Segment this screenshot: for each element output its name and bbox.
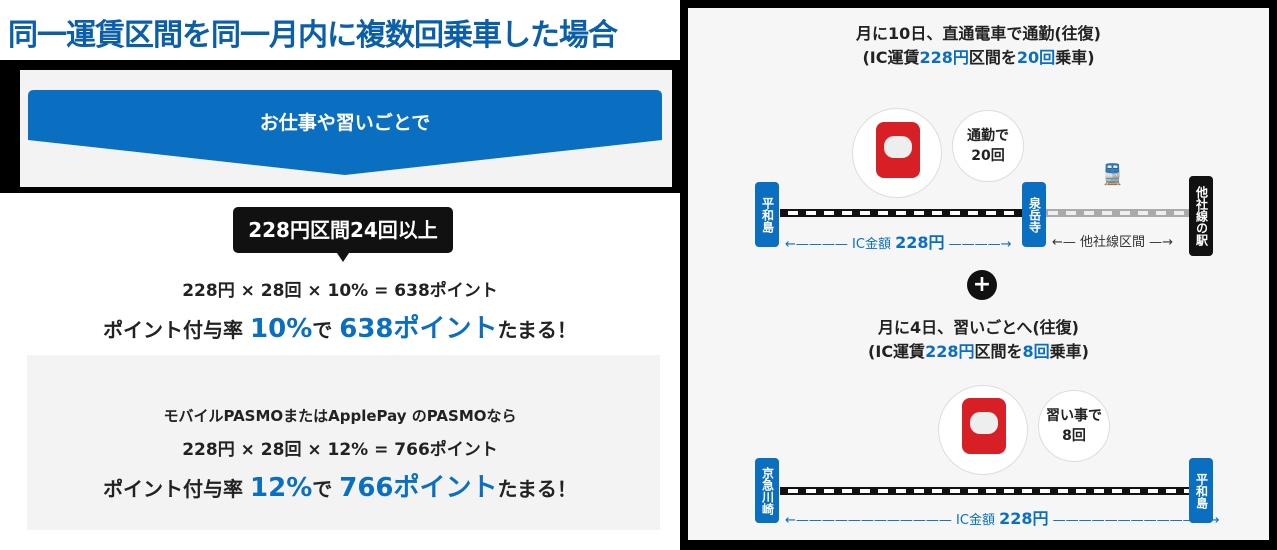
calc-mobile: 228円 × 28回 × 12% = 766ポイント xyxy=(182,440,498,460)
left-panel: 同一運賃区間を同一月内に複数回乗車した場合 お仕事や習いごとで 228円区間24… xyxy=(0,18,680,530)
lesson-heading: 月に4日、習いごとへ(往復) (IC運賃228円区間を8回乗車) xyxy=(868,318,1089,361)
lesson-track xyxy=(780,487,1190,495)
keikyu-track xyxy=(780,209,1030,217)
result-standard: ポイント付与率 10%で 638ポイントたまる！ xyxy=(103,314,577,344)
right-panel: 月に10日、直通電車で通勤(往復) (IC運賃228円区間を20回乗車) 通勤で… xyxy=(680,0,1277,550)
mobile-note: モバイルPASMOまたはApplePay のPASMOなら xyxy=(163,407,517,425)
train-mascot-icon xyxy=(962,398,1006,454)
commute-heading: 月に10日、直通電車で通勤(往復) (IC運賃228円区間を20回乗車) xyxy=(856,24,1101,67)
page-title: 同一運賃区間を同一月内に複数回乗車した場合 xyxy=(8,18,618,53)
station-keikyu-kawasaki: 京急川崎 xyxy=(755,458,779,523)
station-other: 他社線の駅 xyxy=(1189,176,1213,256)
calc-standard: 228円 × 28回 × 10% = 638ポイント xyxy=(182,281,498,301)
station-heiwajima: 平和島 xyxy=(755,182,779,247)
fare-label: ←———————————— IC金額 228円 ————————————→ xyxy=(785,509,1220,528)
other-track xyxy=(1040,209,1190,217)
banner-label: お仕事や習いごとで xyxy=(259,112,431,134)
banner-arrow-shape xyxy=(28,90,662,175)
station-heiwajima: 平和島 xyxy=(1189,458,1213,523)
plus-icon: + xyxy=(967,270,997,300)
train-mascot-icon xyxy=(876,122,920,178)
condition-badge: 228円区間24回以上 xyxy=(233,207,453,262)
mobile-section xyxy=(27,355,660,530)
station-sengakuji: 泉岳寺 xyxy=(1022,182,1046,247)
result-mobile: ポイント付与率 12%で 766ポイントたまる！ xyxy=(103,473,577,503)
category-banner: お仕事や習いごとで xyxy=(28,90,662,175)
fare-label: ←———— IC金額 228円 ————→ xyxy=(785,233,1012,252)
other-section-label: ←— 他社線区間 —→ xyxy=(1052,235,1174,250)
other-train-icon: 🚆 xyxy=(1100,162,1125,186)
